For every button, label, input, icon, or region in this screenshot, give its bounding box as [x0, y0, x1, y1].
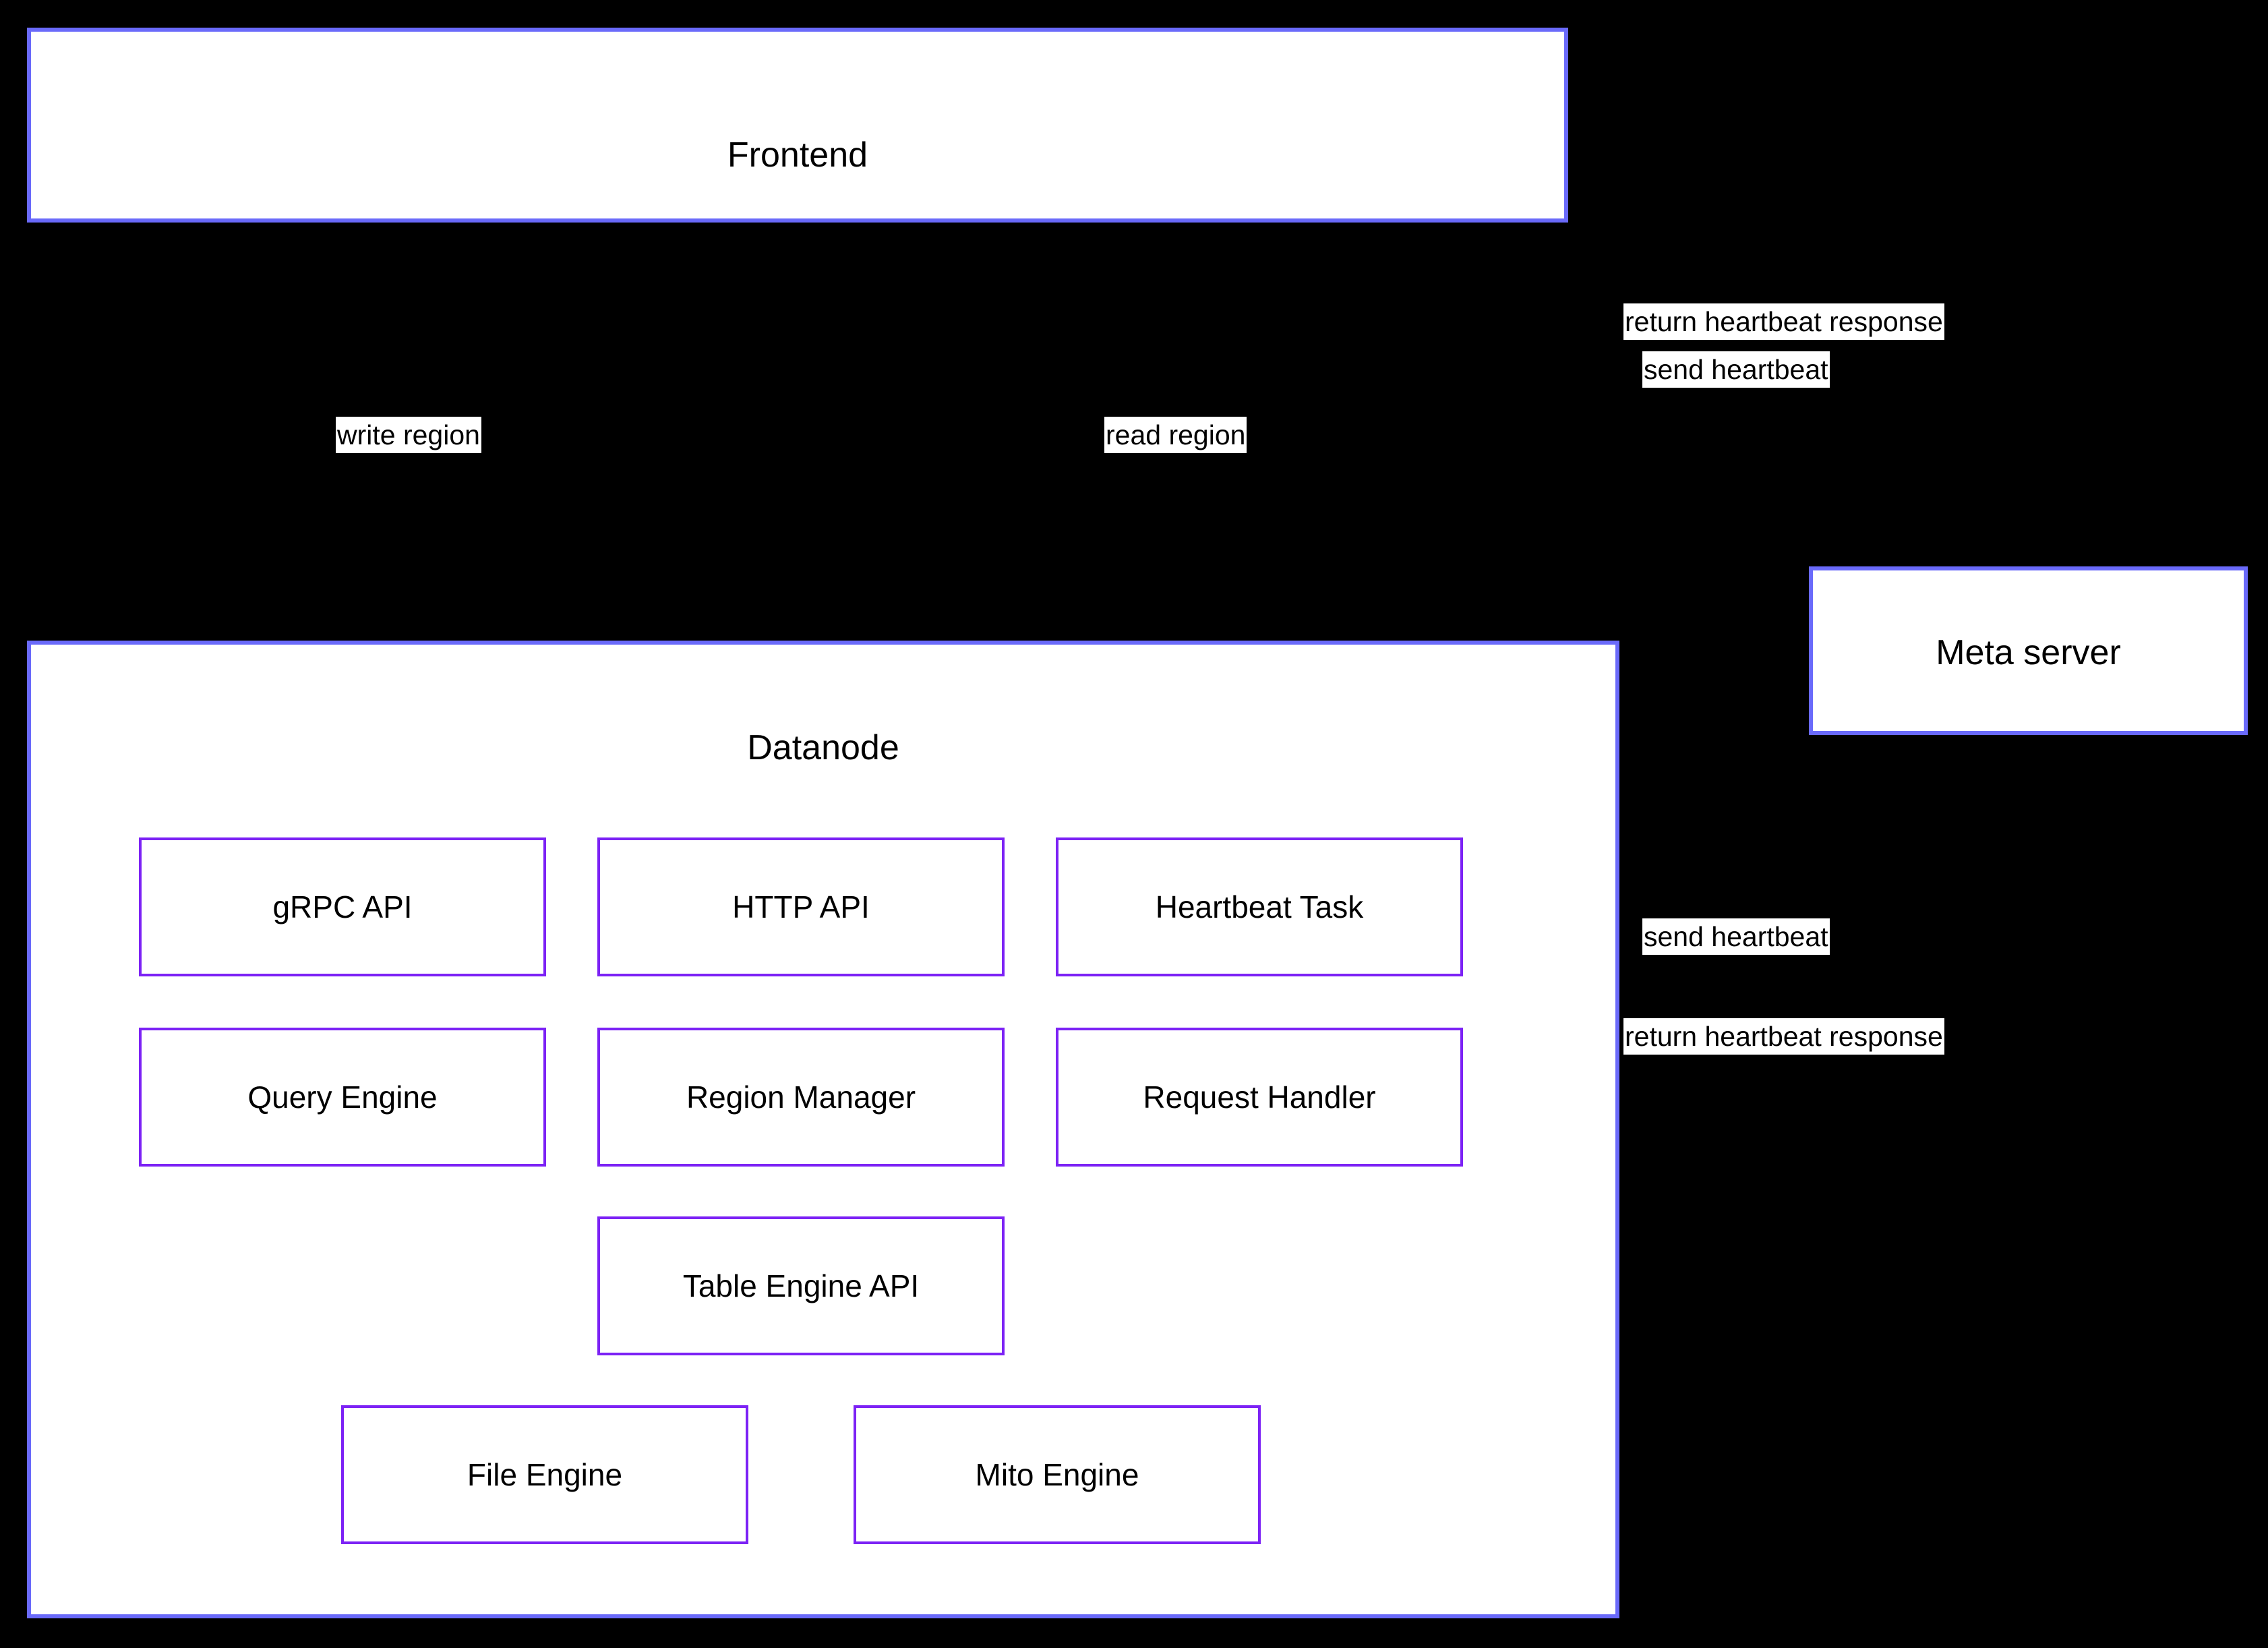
edge-label-frontend-return-heartbeat: return heartbeat response	[1623, 303, 1944, 341]
component-table-engine-api[interactable]: Table Engine API	[597, 1216, 1005, 1355]
edge-datanode-send-heartbeat	[1619, 732, 1874, 1047]
component-http-api-label: HTTP API	[732, 889, 870, 924]
component-request-handler-label: Request Handler	[1143, 1079, 1376, 1115]
component-heartbeat-task[interactable]: Heartbeat Task	[1056, 837, 1463, 976]
edge-label-frontend-send-heartbeat: send heartbeat	[1642, 351, 1830, 388]
component-table-engine-api-label: Table Engine API	[682, 1268, 920, 1303]
component-grpc-api[interactable]: gRPC API	[139, 837, 546, 976]
component-mito-engine[interactable]: Mito Engine	[854, 1405, 1261, 1544]
meta-server-node-label: Meta server	[1936, 633, 2121, 672]
frontend-node[interactable]: Frontend	[27, 28, 1568, 223]
component-http-api[interactable]: HTTP API	[597, 837, 1005, 976]
datanode-node[interactable]: Datanode gRPC API HTTP API Heartbeat Tas…	[27, 641, 1619, 1618]
component-mito-engine-label: Mito Engine	[975, 1456, 1139, 1492]
edge-label-datanode-send-heartbeat: send heartbeat	[1642, 918, 1830, 955]
component-heartbeat-task-label: Heartbeat Task	[1155, 889, 1364, 924]
edge-label-read-region: read region	[1104, 417, 1247, 454]
component-grpc-api-label: gRPC API	[272, 889, 413, 924]
component-file-engine-label: File Engine	[467, 1456, 623, 1492]
component-request-handler[interactable]: Request Handler	[1056, 1028, 1463, 1167]
component-region-manager[interactable]: Region Manager	[597, 1028, 1005, 1167]
component-region-manager-label: Region Manager	[686, 1079, 916, 1115]
datanode-node-label: Datanode	[747, 728, 899, 767]
frontend-node-label: Frontend	[727, 136, 868, 175]
edge-label-datanode-return-heartbeat: return heartbeat response	[1623, 1018, 1944, 1055]
component-file-engine[interactable]: File Engine	[341, 1405, 748, 1544]
meta-server-node[interactable]: Meta server	[1809, 566, 2248, 735]
edge-label-write-region: write region	[336, 417, 481, 454]
component-query-engine-label: Query Engine	[247, 1079, 438, 1115]
component-query-engine[interactable]: Query Engine	[139, 1028, 546, 1167]
